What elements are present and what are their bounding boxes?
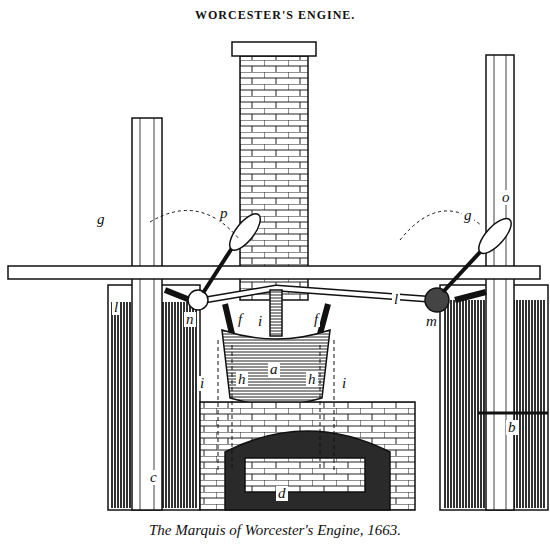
callout-letter: n: [184, 312, 196, 327]
fire-grate: [245, 458, 365, 492]
boiler: [222, 330, 330, 405]
callout-letter: g: [462, 208, 474, 223]
callout-letter: h: [236, 372, 248, 387]
callout-letter: f: [312, 312, 320, 327]
callout-letter: a: [268, 362, 280, 377]
callout-letter: i: [198, 376, 206, 391]
centre-screw: [270, 290, 282, 336]
callout-letter: m: [424, 314, 439, 329]
callout-letter: l: [112, 300, 120, 315]
callout-letter: d: [276, 486, 288, 501]
callout-letter: f: [236, 312, 244, 327]
callout-letter: i: [340, 376, 348, 391]
right-rising-pipe: [486, 55, 514, 510]
handle-o: [474, 214, 517, 259]
callout-letter: l: [392, 292, 400, 307]
callout-letter: b: [506, 420, 518, 435]
callout-letter: c: [148, 470, 159, 485]
callout-letter: p: [218, 206, 230, 221]
caption: The Marquis of Worcester's Engine, 1663.: [149, 522, 401, 539]
title: WORCESTER'S ENGINE.: [195, 8, 355, 23]
callout-letter: g: [95, 212, 107, 227]
chimney-cap: [232, 42, 316, 56]
callout-letter: o: [500, 190, 512, 205]
callout-letter: h: [306, 372, 318, 387]
handle-p: [224, 209, 265, 255]
pointer-line: [478, 412, 548, 415]
callout-letter: i: [256, 314, 264, 329]
furnace-arch: [225, 431, 390, 510]
left-rising-pipe: [132, 118, 162, 510]
chimney: [240, 56, 308, 300]
